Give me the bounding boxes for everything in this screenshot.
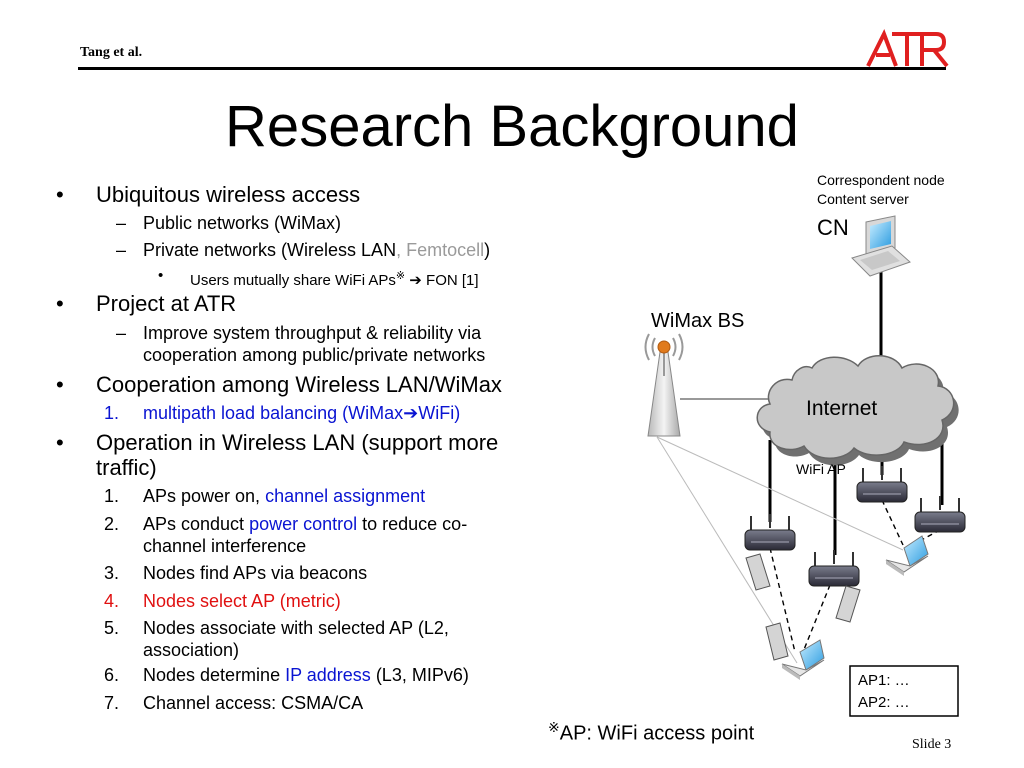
header-rule [78,67,946,70]
internet-cloud [756,355,959,466]
users-share-text: Users mutually share WiFi APs [190,272,396,289]
private-networks-text: Private networks (Wireless LAN [143,240,397,260]
step-associate-line1: Nodes associate with selected AP (L2, [143,618,449,638]
power-control-text: power control [249,514,358,534]
bullet-public-networks: Public networks (WiMax) [143,213,342,233]
bullet-users-share: Users mutually share WiFi APs※ ➔ FON [1] [190,267,479,290]
step-number: 6. [104,665,120,685]
wifi-router-icon [856,466,908,503]
wifi-router-icon [744,514,796,551]
step-number: 1. [104,403,120,423]
bullet-dot: • [56,430,64,455]
wimax-link [656,436,904,551]
step-text: APs power on, [143,486,266,506]
wimax-bs-label: WiMax BS [651,310,745,332]
phone-icon [765,622,789,661]
step-power-control-line2: channel interference [143,536,307,556]
private-networks-close: ) [484,240,491,260]
wifi-router-icon [914,496,966,533]
wifi-link [881,499,904,546]
cn-label: CN [817,215,849,240]
step-number: 2. [104,514,120,534]
footnote: ※AP: WiFi access point [548,719,754,746]
phone-icon [835,585,861,623]
correspondent-node-label: Correspondent node [817,172,945,188]
step-text: (L3, MIPv6) [370,665,469,685]
bullet-ubiquitous: Ubiquitous wireless access [96,182,361,207]
ap-table-box [849,665,959,717]
author-label: Tang et al. [80,45,143,60]
laptop-icon [781,639,825,680]
dash-marker: – [116,240,127,260]
dash-marker: – [116,213,127,233]
footnote-mark: ※ [548,719,560,735]
bullet-operation-line2: traffic) [96,455,157,480]
bullet-private-networks: Private networks (Wireless LAN, Femtocel… [143,239,490,261]
slide-number: Slide 3 [912,737,952,752]
ap-table-row-1: AP1: … [858,672,910,689]
bullet-multipath: multipath load balancing (WiMax➔WiFi) [143,402,460,424]
step-number: 7. [104,693,120,713]
footnote-text: AP: WiFi access point [559,722,755,745]
right-arrow-icon: ➔ [409,272,422,289]
step-number: 3. [104,563,120,583]
slide-title: Research Background [225,94,799,159]
step-power-control: APs conduct power control to reduce co- [143,513,467,535]
ip-address-text: IP address [285,665,371,685]
content-server-label: Content server [817,191,909,207]
bullet-project-atr: Project at ATR [96,291,237,316]
step-text: Nodes determine [143,665,286,685]
step-ip-address: Nodes determine IP address (L3, MIPv6) [143,664,469,686]
step-text: APs conduct [143,514,250,534]
bullet-dot: • [56,372,64,397]
step-number: 4. [104,591,120,611]
step-text: to reduce co- [357,514,468,534]
multipath-wifi-text: WiFi) [418,403,461,423]
step-aps-power-on: APs power on, channel assignment [143,485,425,507]
bullet-operation-line1: Operation in Wireless LAN (support more [96,430,499,455]
right-arrow-icon: ➔ [403,403,419,423]
phone-icon [745,553,771,591]
wifi-ap-label: WiFi AP [796,461,846,477]
step-find-aps: Nodes find APs via beacons [143,563,368,583]
wifi-router-icon [808,550,860,587]
bullet-cooperation: Cooperation among Wireless LAN/WiMax [96,372,502,397]
fon-ref-text: FON [1] [421,272,479,289]
ap-table-row-2: AP2: … [858,694,910,711]
multipath-text: multipath load balancing (WiMax [143,403,404,423]
step-channel-access: Channel access: CSMA/CA [143,693,364,713]
step-number: 1. [104,486,120,506]
footnote-mark: ※ [395,270,406,282]
bullet-dot: • [158,267,164,284]
step-select-ap: Nodes select AP (metric) [143,591,341,611]
dash-marker: – [116,323,127,343]
step-associate-line2: association) [143,640,240,660]
computer-icon [851,215,911,277]
channel-assignment-text: channel assignment [265,486,426,506]
bullet-dot: • [56,291,64,316]
bullet-improve-line1: Improve system throughput & reliability … [143,323,482,343]
wifi-link [802,584,831,653]
internet-label: Internet [806,397,878,420]
atr-logo [866,29,949,68]
laptop-icon [885,535,929,576]
bullet-improve-line2: cooperation among public/private network… [143,345,486,365]
wimax-tower-icon [644,333,684,437]
bullet-dot: • [56,182,64,207]
step-number: 5. [104,618,120,638]
femtocell-text: , Femtocell [396,240,485,260]
